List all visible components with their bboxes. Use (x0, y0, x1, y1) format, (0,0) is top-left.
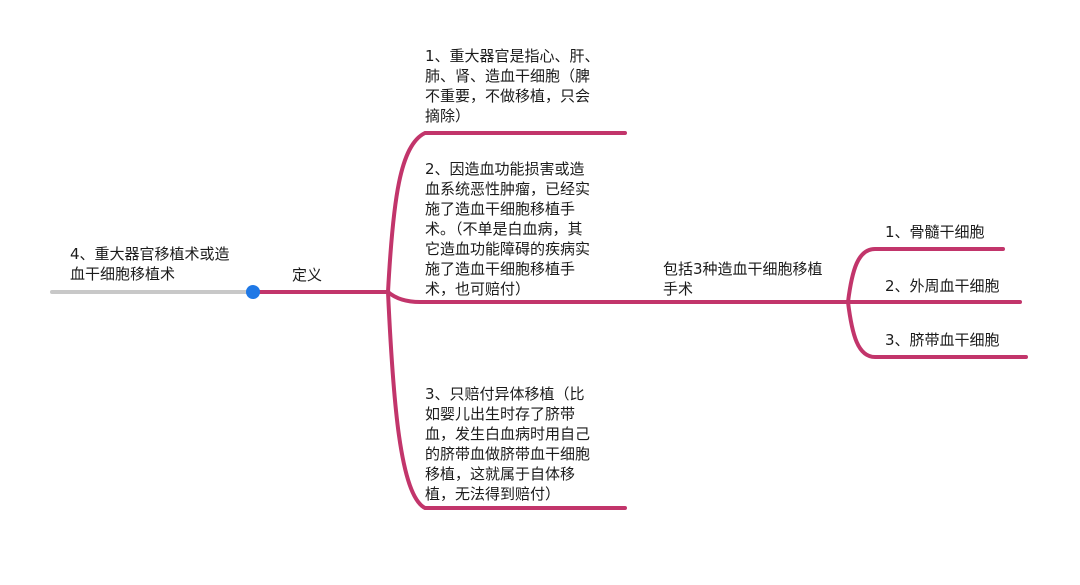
branch-1-label[interactable]: 1、重大器官是指心、肝、 肺、肾、造血干细胞（脾 不重要，不做移植，只会 摘除） (425, 47, 600, 125)
root-node-dot[interactable] (246, 285, 260, 299)
branch-1-line (386, 131, 627, 294)
branch-3-label[interactable]: 3、只赔付异体移植（比 如婴儿出生时存了脐带 血，发生白血病时用自己 的脐带血做… (425, 385, 591, 503)
sub-item-3-line (846, 300, 1028, 359)
definition-node-label[interactable]: 定义 (292, 266, 323, 284)
sub-item-3-label[interactable]: 3、脐带血干细胞 (885, 331, 1000, 349)
root-node-label[interactable]: 4、重大器官移植术或造 血干细胞移植术 (70, 245, 230, 283)
sub-item-2-label[interactable]: 2、外周血干细胞 (885, 277, 1000, 295)
sub-item-1-line (846, 247, 1005, 304)
sub-item-1-label[interactable]: 1、骨髓干细胞 (885, 223, 985, 241)
branch-3-line (386, 290, 627, 510)
branch-2-line (386, 290, 850, 304)
sub-topic-label[interactable]: 包括3种造血干细胞移植 手术 (663, 260, 823, 298)
branch-2-label[interactable]: 2、因造血功能损害或造 血系统恶性肿瘤，已经实 施了造血干细胞移植手 术。（不单… (425, 160, 591, 298)
